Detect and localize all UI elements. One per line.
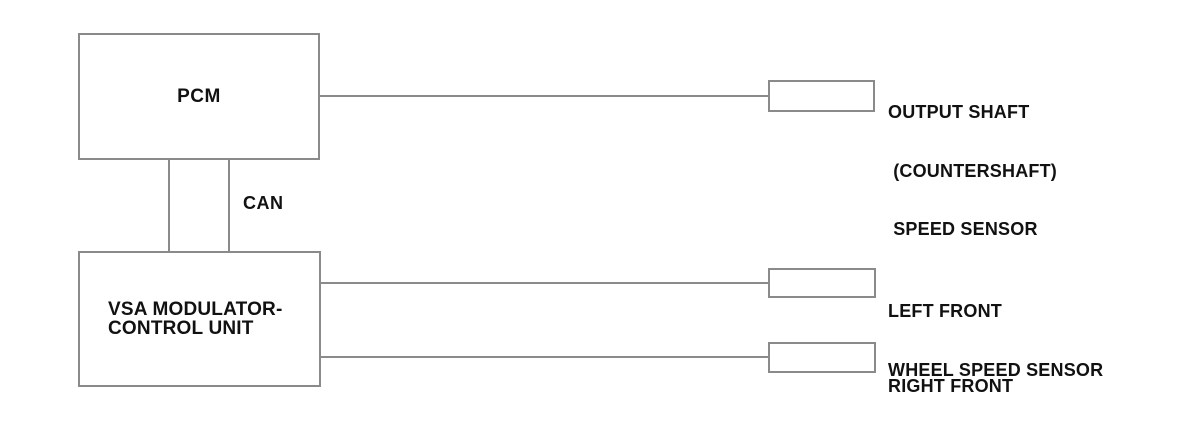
right-front-wheel-sensor-label: RIGHT FRONT WHEEL SPEED SENSOR	[888, 338, 1103, 421]
output-shaft-sensor-label-line-2: (COUNTERSHAFT)	[888, 160, 1057, 181]
can-bus-line-left	[168, 160, 170, 251]
left-front-wheel-sensor-box	[768, 268, 876, 298]
can-bus-line-right	[228, 160, 230, 251]
connector-vsa-to-left-front-sensor	[321, 282, 768, 284]
output-shaft-sensor-label-line-3: SPEED SENSOR	[888, 219, 1038, 239]
left-front-wheel-sensor-label: LEFT FRONT WHEEL SPEED SENSOR	[888, 263, 1103, 419]
connector-vsa-to-right-front-sensor	[321, 356, 768, 358]
can-bus-label: CAN	[243, 193, 284, 213]
vsa-label-line-1: VSA MODULATOR-	[108, 299, 283, 320]
pcm-box: PCM	[78, 33, 320, 160]
output-shaft-sensor-label: OUTPUT SHAFT (COUNTERSHAFT) SPEED SENSOR	[888, 64, 1057, 279]
right-front-sensor-label-line-1: RIGHT FRONT	[888, 376, 1014, 396]
output-shaft-sensor-label-line-1: OUTPUT SHAFT	[888, 102, 1030, 122]
left-front-sensor-label-line-2: WHEEL SPEED SENSOR	[888, 359, 1104, 380]
pcm-label: PCM	[177, 85, 221, 107]
connector-pcm-to-output-shaft-sensor	[320, 95, 768, 97]
left-front-sensor-label-line-1: LEFT FRONT	[888, 301, 1002, 321]
vsa-label-line-2: CONTROL UNIT	[108, 318, 254, 339]
right-front-wheel-sensor-box	[768, 342, 876, 373]
output-shaft-sensor-box	[768, 80, 875, 112]
vsa-modulator-control-unit-box: VSA MODULATOR- CONTROL UNIT	[78, 251, 321, 387]
